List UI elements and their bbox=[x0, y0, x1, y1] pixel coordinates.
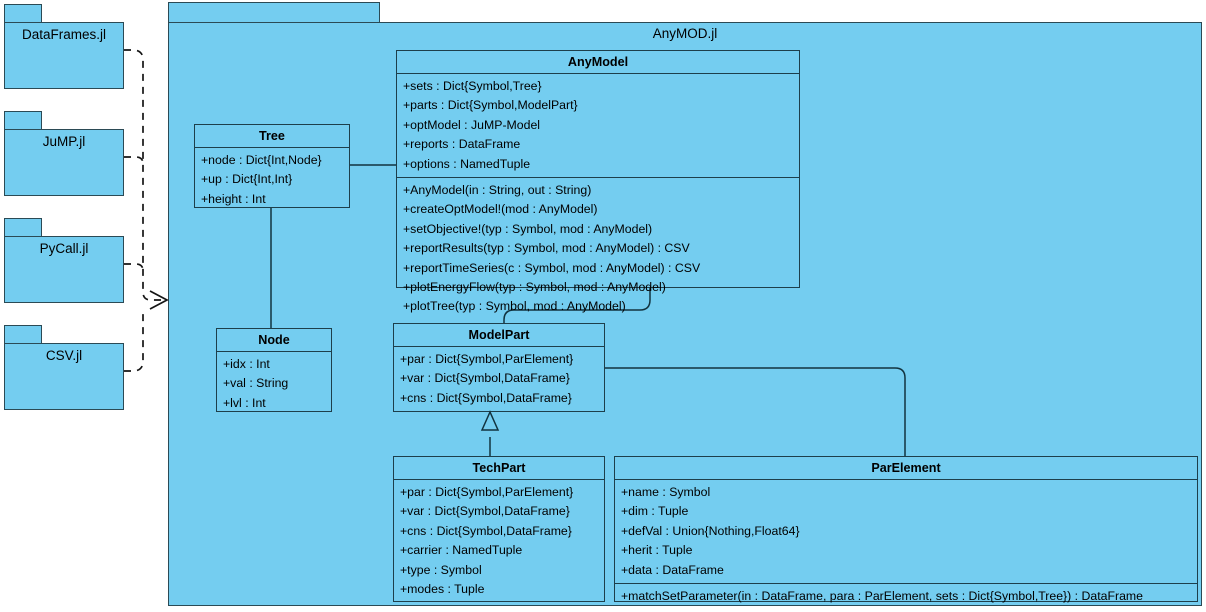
class-attribute: +parts : Dict{Symbol,ModelPart} bbox=[403, 98, 578, 113]
class-node-title: Node bbox=[217, 329, 331, 352]
class-techpart-title: TechPart bbox=[394, 457, 604, 480]
package-jump-tab bbox=[4, 111, 42, 129]
class-attribute: +par : Dict{Symbol,ParElement} bbox=[400, 352, 574, 366]
package-dataframes-tab bbox=[4, 4, 42, 22]
package-jump-body bbox=[4, 129, 124, 196]
class-attribute: +lvl : Int bbox=[223, 395, 266, 410]
package-pycall-tab bbox=[4, 218, 42, 236]
class-attribute: +herit : Tuple bbox=[621, 543, 693, 558]
class-operation: +createOptModel!(mod : AnyModel) bbox=[403, 202, 598, 217]
dependency-arrowhead bbox=[149, 290, 169, 310]
class-attribute: +idx : Int bbox=[223, 357, 270, 371]
class-attribute: +dim : Tuple bbox=[621, 504, 689, 519]
class-anymodel-operations: +AnyModel(in : String, out : String) +cr… bbox=[397, 177, 799, 320]
class-parelement-operations: +matchSetParameter(in : DataFrame, para … bbox=[615, 583, 1197, 609]
class-attribute: +par : Dict{Symbol,ParElement} bbox=[400, 485, 574, 499]
class-parelement-title: ParElement bbox=[615, 457, 1197, 480]
class-attribute: +cns : Dict{Symbol,DataFrame} bbox=[400, 523, 572, 538]
class-techpart-attributes: +par : Dict{Symbol,ParElement} +var : Di… bbox=[394, 480, 604, 602]
dependency-dataframes bbox=[124, 49, 164, 301]
class-operation: +reportTimeSeries(c : Symbol, mod : AnyM… bbox=[403, 260, 701, 275]
package-csv-tab bbox=[4, 325, 42, 343]
package-anymod-tab bbox=[168, 2, 380, 22]
class-attribute: +var : Dict{Symbol,DataFrame} bbox=[400, 504, 570, 519]
package-csv[interactable]: CSV.jl bbox=[4, 325, 124, 410]
class-operation: +setObjective!(typ : Symbol, mod : AnyMo… bbox=[403, 221, 653, 236]
class-node[interactable]: Node +idx : Int +val : String +lvl : Int bbox=[216, 328, 332, 412]
package-pycall-body bbox=[4, 236, 124, 303]
package-pycall[interactable]: PyCall.jl bbox=[4, 218, 124, 303]
package-csv-body bbox=[4, 343, 124, 410]
class-attribute: +data : DataFrame bbox=[621, 562, 724, 577]
class-modelpart-attributes: +par : Dict{Symbol,ParElement} +var : Di… bbox=[394, 347, 604, 411]
class-attribute: +name : Symbol bbox=[621, 485, 711, 499]
class-attribute: +modes : Tuple bbox=[400, 582, 485, 597]
class-attribute: +carrier : NamedTuple bbox=[400, 543, 523, 558]
class-attribute: +reports : DataFrame bbox=[403, 137, 521, 152]
class-operation: +AnyModel(in : String, out : String) bbox=[403, 183, 592, 198]
class-attribute: +node : Dict{Int,Node} bbox=[201, 153, 322, 167]
class-attribute: +height : Int bbox=[201, 191, 266, 206]
class-attribute: +type : Symbol bbox=[400, 562, 482, 577]
class-modelpart[interactable]: ModelPart +par : Dict{Symbol,ParElement}… bbox=[393, 323, 605, 412]
class-attribute: +val : String bbox=[223, 376, 289, 391]
class-operation: +reportResults(typ : Symbol, mod : AnyMo… bbox=[403, 241, 690, 256]
class-attribute: +cns : Dict{Symbol,DataFrame} bbox=[400, 390, 572, 405]
dependency-pycall bbox=[124, 263, 144, 272]
class-attribute: +optModel : JuMP-Model bbox=[403, 117, 541, 132]
class-tree-attributes: +node : Dict{Int,Node} +up : Dict{Int,In… bbox=[195, 148, 349, 212]
class-operation: +plotEnergyFlow(typ : Symbol, mod : AnyM… bbox=[403, 280, 666, 295]
class-attribute: +sets : Dict{Symbol,Tree} bbox=[403, 79, 542, 93]
class-anymodel[interactable]: AnyModel +sets : Dict{Symbol,Tree} +part… bbox=[396, 50, 800, 313]
class-parelement[interactable]: ParElement +name : Symbol +dim : Tuple +… bbox=[614, 456, 1198, 603]
class-anymodel-attributes: +sets : Dict{Symbol,Tree} +parts : Dict{… bbox=[397, 74, 799, 177]
package-dataframes-body bbox=[4, 22, 124, 89]
dependency-jump bbox=[124, 156, 144, 165]
class-operation: +matchSetParameter(in : DataFrame, para … bbox=[621, 589, 1144, 604]
class-attribute: +options : NamedTuple bbox=[403, 156, 531, 171]
dependency-csv bbox=[124, 310, 144, 372]
class-attribute: +up : Dict{Int,Int} bbox=[201, 172, 293, 187]
class-modelpart-title: ModelPart bbox=[394, 324, 604, 347]
class-attribute: +defVal : Union{Nothing,Float64} bbox=[621, 523, 800, 538]
class-operation: +plotTree(typ : Symbol, mod : AnyModel) bbox=[403, 299, 626, 314]
class-node-attributes: +idx : Int +val : String +lvl : Int bbox=[217, 352, 331, 416]
class-attribute: +var : Dict{Symbol,DataFrame} bbox=[400, 371, 570, 386]
package-dataframes[interactable]: DataFrames.jl bbox=[4, 4, 124, 89]
class-tree-title: Tree bbox=[195, 125, 349, 148]
class-parelement-attributes: +name : Symbol +dim : Tuple +defVal : Un… bbox=[615, 480, 1197, 583]
class-anymodel-title: AnyModel bbox=[397, 51, 799, 74]
class-tree[interactable]: Tree +node : Dict{Int,Node} +up : Dict{I… bbox=[194, 124, 350, 208]
package-jump[interactable]: JuMP.jl bbox=[4, 111, 124, 196]
class-techpart[interactable]: TechPart +par : Dict{Symbol,ParElement} … bbox=[393, 456, 605, 602]
